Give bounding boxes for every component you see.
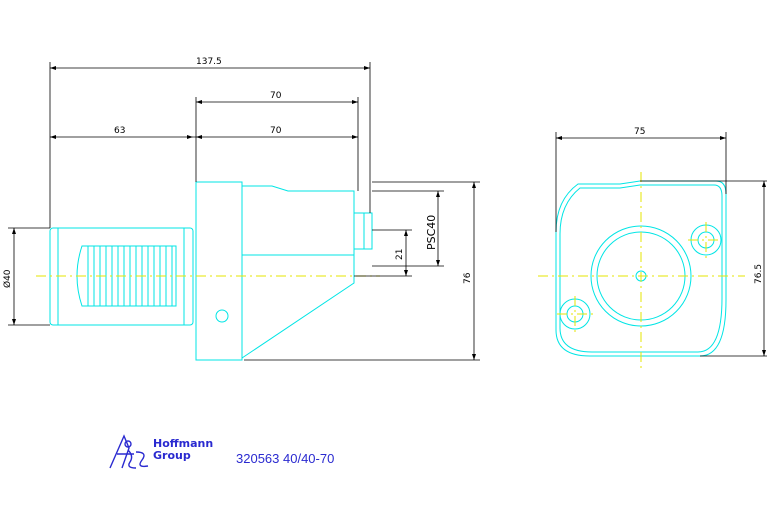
- company-logo-text: Hoffmann Group: [153, 438, 213, 462]
- dim-shank-diameter: Ø40: [2, 269, 13, 288]
- dim-psc-label: PSC40: [425, 215, 438, 250]
- dim-body-length-top: 70: [270, 91, 282, 101]
- dim-shank-length: 63: [114, 126, 125, 136]
- dim-body-length: 70: [270, 126, 282, 136]
- dim-total-height: 76: [463, 272, 473, 284]
- dimension-lines: [8, 62, 767, 361]
- dimension-arrows: [12, 66, 766, 360]
- flange-outline: [555, 180, 727, 357]
- dim-offset: 21: [395, 249, 405, 260]
- company-name-line2: Group: [153, 449, 191, 462]
- hoffmann-logo-icon: [109, 434, 149, 469]
- part-code: 320563 40/40-70: [236, 451, 335, 466]
- dim-overall-length: 137.5: [196, 57, 222, 67]
- dim-flange-height: 76.5: [754, 264, 764, 284]
- company-name-line1: Hoffmann: [153, 437, 214, 450]
- side-view: [36, 181, 380, 361]
- front-view: [538, 172, 745, 372]
- dim-flange-width: 75: [634, 127, 645, 137]
- tool-body: [195, 181, 373, 361]
